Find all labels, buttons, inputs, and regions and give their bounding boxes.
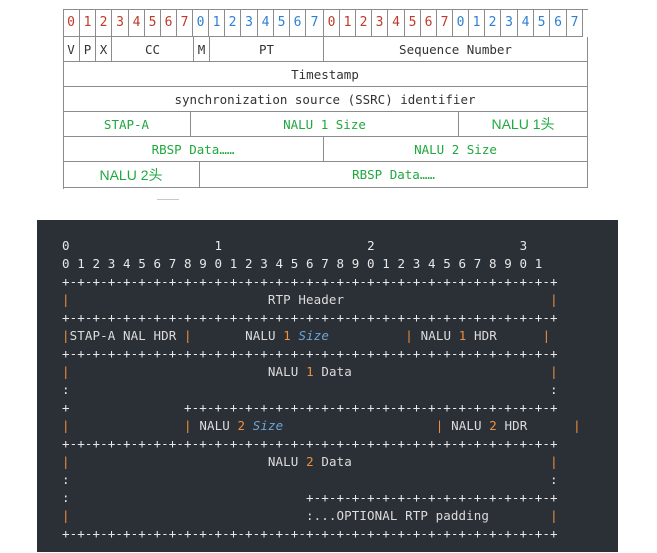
bit-index-21: 5: [405, 9, 421, 37]
bit-index-24: 0: [453, 9, 469, 37]
partial-border-line: + +-+-+-+-+-+-+-+-+-+-+-+-+-+-+-+-+-+-+-…: [62, 400, 558, 415]
padding-row: | :...OPTIONAL RTP padding |: [62, 508, 558, 523]
nalu2-hdr-label: HDR: [504, 418, 528, 433]
field-nalu2-size: NALU 2 Size: [324, 137, 588, 162]
bit-index-4: 4: [129, 9, 145, 37]
bit-index-3: 3: [112, 9, 129, 37]
border-line: +-+-+-+-+-+-+-+-+-+-+-+-+-+-+-+-+-+-+-+-…: [62, 346, 558, 361]
bit-index-17: 1: [340, 9, 356, 37]
bit-index-19: 3: [372, 9, 388, 37]
rtp-header-row: | RTP Header |: [62, 292, 558, 307]
bit-index-16: 0: [324, 9, 340, 37]
field-m: M: [194, 37, 210, 62]
nalu2-data-label: Data: [321, 454, 352, 469]
nalu2-data-word: NALU: [267, 454, 299, 469]
bit-index-14: 6: [290, 9, 306, 37]
bit-index-0: 0: [63, 9, 80, 37]
bit-index-13: 5: [274, 9, 290, 37]
nalu1-data-row: | NALU 1 Data |: [62, 364, 558, 379]
border-line: +-+-+-+-+-+-+-+-+-+-+-+-+-+-+-+-+-+-+-+-…: [62, 274, 558, 289]
field-timestamp: Timestamp: [63, 62, 588, 87]
nalu2-data-number: 2: [306, 454, 314, 469]
nalu2-size-row: | | NALU 2 Size | NALU 2 HDR |: [62, 418, 581, 433]
bit-index-23: 7: [437, 9, 453, 37]
nalu2-hdr-word: NALU: [451, 418, 482, 433]
field-v: V: [63, 37, 80, 62]
nalu1-size-word: NALU: [245, 328, 276, 343]
bit-index-1: 1: [80, 9, 96, 37]
bit-index-7: 7: [177, 9, 193, 37]
bit-index-10: 2: [225, 9, 241, 37]
field-pt: PT: [210, 37, 324, 62]
bit-index-29: 5: [534, 9, 550, 37]
nalu1-data-number: 1: [306, 364, 314, 379]
field-nalu2-header: NALU 2头: [63, 162, 200, 188]
field-sequence-number: Sequence Number: [324, 37, 588, 62]
continuation-line: : :: [62, 382, 558, 397]
field-ssrc: synchronization source (SSRC) identifier: [63, 87, 588, 112]
bit-index-9: 1: [209, 9, 225, 37]
field-rbsp-data-1: RBSP Data……: [63, 137, 324, 162]
bit-index-5: 5: [145, 9, 161, 37]
field-nalu1-size: NALU 1 Size: [191, 112, 459, 137]
border-line: +-+-+-+-+-+-+-+-+-+-+-+-+-+-+-+-+-+-+-+-…: [62, 436, 558, 451]
bit-index-8: 0: [193, 9, 209, 37]
border-line: +-+-+-+-+-+-+-+-+-+-+-+-+-+-+-+-+-+-+-+-…: [62, 526, 558, 541]
ruler-tens-row: 0 1 2 3: [62, 237, 527, 255]
field-x: X: [96, 37, 112, 62]
bit-index-20: 4: [388, 9, 405, 37]
bit-index-18: 2: [356, 9, 372, 37]
continuation-line: : :: [62, 472, 558, 487]
ruler-tens-1: 1: [214, 238, 223, 253]
bit-index-30: 6: [550, 9, 567, 37]
ruler-units-row: 0 1 2 3 4 5 6 7 8 9 0 1 2 3 4 5 6 7 8 9 …: [62, 256, 543, 271]
nalu1-data-label: Data: [321, 364, 352, 379]
nalu1-size-number: 1: [283, 328, 291, 343]
border-line: +-+-+-+-+-+-+-+-+-+-+-+-+-+-+-+-+-+-+-+-…: [62, 310, 558, 325]
optional-padding-label: :...OPTIONAL RTP padding: [306, 508, 490, 523]
bit-index-6: 6: [161, 9, 177, 37]
ruler-tens-3: 3: [519, 238, 528, 253]
ascii-packet-diagram: 0 1 2 3 0 1 2 3 4 5 6 7 8 9 0 1 2 3 4 5 …: [37, 220, 618, 552]
field-nalu1-header: NALU 1头: [459, 112, 588, 137]
nalu2-hdr-number: 2: [489, 418, 497, 433]
bit-index-11: 3: [241, 9, 258, 37]
ruler-tens-2: 2: [367, 238, 375, 253]
partial-border-line: : +-+-+-+-+-+-+-+-+-+-+-+-+-+-+-+-+: [62, 490, 558, 505]
nalu1-hdr-word: NALU: [420, 328, 452, 343]
bit-index-12: 4: [258, 9, 274, 37]
nalu2-size-word: NALU: [199, 418, 230, 433]
field-p: P: [80, 37, 96, 62]
bit-index-31: 7: [567, 9, 583, 37]
field-stap-a: STAP-A: [63, 112, 191, 137]
stap-a-nal-hdr-label: STAP-A NAL HDR: [69, 328, 177, 343]
nalu1-hdr-label: HDR: [474, 328, 497, 343]
bit-index-22: 6: [421, 9, 437, 37]
nalu1-data-word: NALU: [267, 364, 299, 379]
field-cc: CC: [112, 37, 194, 62]
bit-index-15: 7: [306, 9, 324, 37]
nalu2-size-label: Size: [252, 418, 284, 433]
bit-index-25: 1: [469, 9, 485, 37]
field-rbsp-data-2: RBSP Data……: [200, 162, 588, 188]
bit-index-27: 3: [501, 9, 518, 37]
nalu2-data-row: | NALU 2 Data |: [62, 454, 558, 469]
bit-index-28: 4: [518, 9, 534, 37]
nalu1-hdr-number: 1: [458, 328, 467, 343]
stap-a-row: |STAP-A NAL HDR | NALU 1 Size | NALU 1 H…: [62, 328, 551, 343]
nalu1-size-label: Size: [298, 328, 330, 343]
ruler-tens-0: 0: [62, 238, 70, 253]
bit-index-2: 2: [96, 9, 112, 37]
rtp-header-label: RTP Header: [267, 292, 345, 307]
bit-index-26: 2: [485, 9, 501, 37]
nalu2-size-number: 2: [237, 418, 246, 433]
divider-mark: [157, 199, 179, 200]
